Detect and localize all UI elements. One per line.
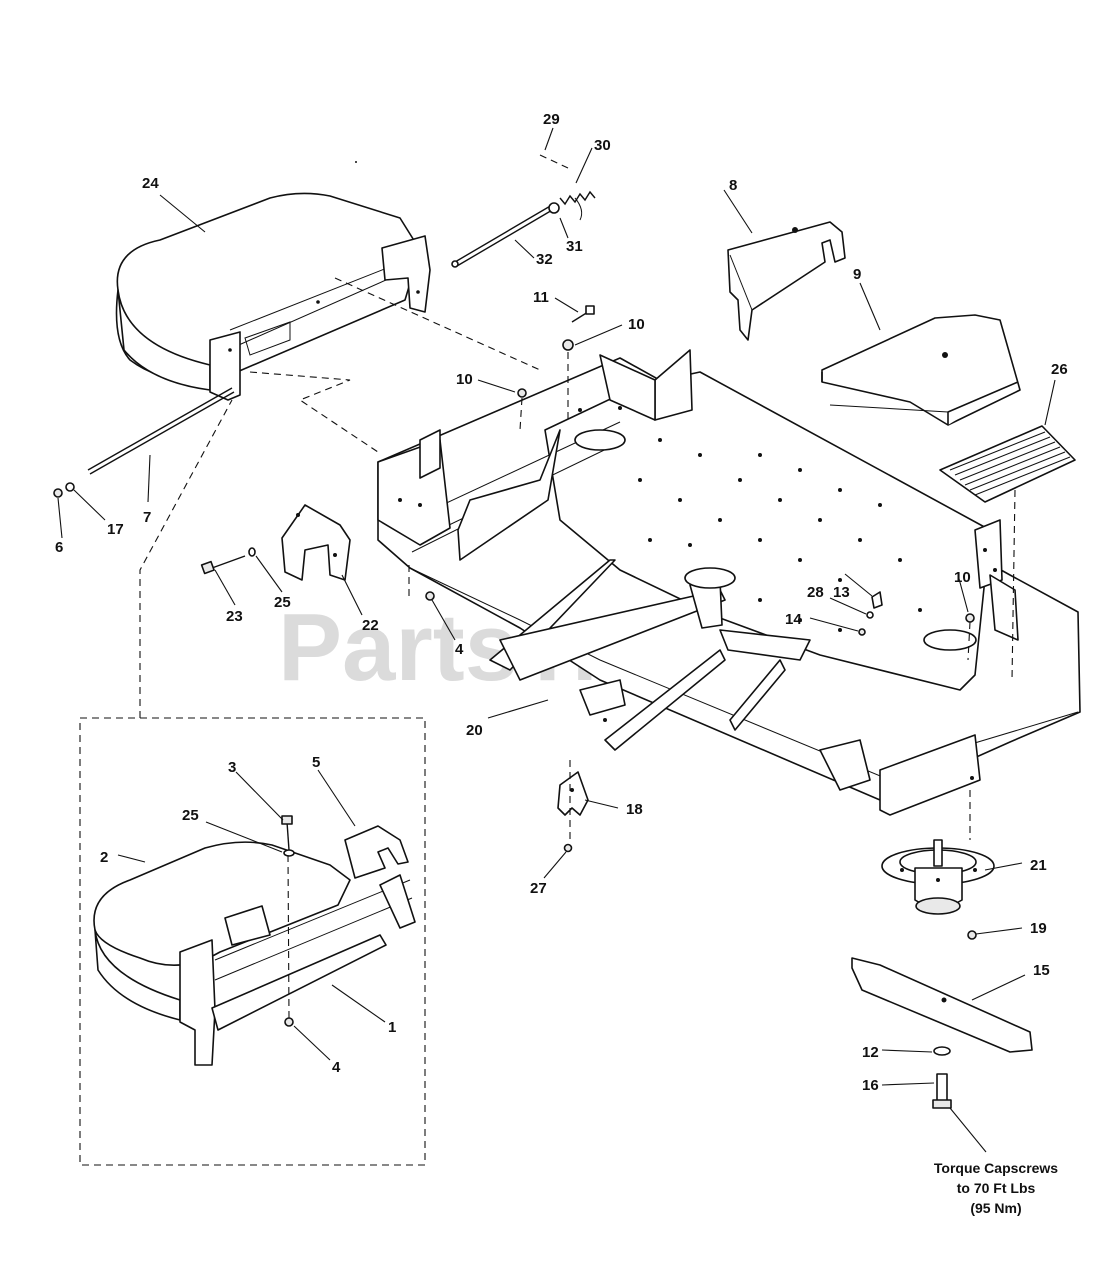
bolt-23[interactable] <box>200 555 246 575</box>
deck-holes <box>398 406 997 780</box>
washer-17[interactable] <box>65 482 75 492</box>
callout-11: 11 <box>533 289 549 306</box>
callout-15: 15 <box>1033 962 1050 979</box>
torque-note-line3: (95 Nm) <box>970 1200 1021 1216</box>
nut-14[interactable] <box>858 628 866 636</box>
callout-25a: 25 <box>274 594 291 611</box>
callout-22: 22 <box>362 617 379 634</box>
mower-deck-20[interactable] <box>377 349 1081 816</box>
callout-28: 28 <box>807 584 824 601</box>
callout-5: 5 <box>312 754 320 771</box>
plate-1[interactable] <box>211 874 416 1031</box>
chute-deflector-2[interactable] <box>93 841 413 1066</box>
callout-10a: 10 <box>628 316 645 333</box>
bracket-18[interactable] <box>557 771 589 816</box>
rod-7[interactable] <box>87 387 235 475</box>
bolt-19[interactable] <box>967 930 977 940</box>
callout-1: 1 <box>388 1019 396 1036</box>
callout-7: 7 <box>143 509 151 526</box>
cotter-pin-31[interactable] <box>548 202 560 214</box>
callout-31: 31 <box>566 238 583 255</box>
callout-29: 29 <box>543 111 560 128</box>
bolt-3[interactable] <box>281 815 293 851</box>
torque-note-line2: to 70 Ft Lbs <box>957 1180 1036 1196</box>
callout-32: 32 <box>536 251 553 268</box>
torque-note: Torque Capscrews to 70 Ft Lbs (95 Nm) <box>934 1160 1058 1216</box>
nut-10b[interactable] <box>517 388 527 398</box>
callout-14: 14 <box>785 611 802 628</box>
callout-24: 24 <box>142 175 159 192</box>
nut-4b[interactable] <box>284 1017 294 1027</box>
callout-10b: 10 <box>456 371 473 388</box>
callout-3: 3 <box>228 759 236 776</box>
deck-cover-9[interactable] <box>821 314 1021 426</box>
callout-23: 23 <box>226 608 243 625</box>
callout-25b: 25 <box>182 807 199 824</box>
washer-25a[interactable] <box>248 547 256 557</box>
callout-12: 12 <box>862 1044 879 1061</box>
callout-21: 21 <box>1030 857 1047 874</box>
callout-4a: 4 <box>455 641 464 658</box>
clip-13[interactable] <box>871 591 883 609</box>
assembly-dash-lines <box>139 277 1016 1019</box>
callout-labels: 24 29 30 31 32 8 9 26 11 10 10 10 6 17 7… <box>55 111 1068 1094</box>
discharge-chute-24[interactable] <box>115 192 431 401</box>
nut-10c[interactable] <box>965 613 975 623</box>
inset-frame <box>79 717 426 1166</box>
bracket-22[interactable] <box>281 504 351 581</box>
callout-2: 2 <box>100 849 108 866</box>
stray-mark <box>355 161 357 163</box>
washer-28[interactable] <box>866 611 874 619</box>
callout-19: 19 <box>1030 920 1047 937</box>
callout-20: 20 <box>466 722 483 739</box>
cotter-pin-tail <box>574 197 583 221</box>
callout-4b: 4 <box>332 1059 341 1076</box>
bolt-11[interactable] <box>571 305 595 323</box>
leader-lines <box>57 127 1056 1153</box>
belt-shield-8[interactable] <box>727 221 846 341</box>
bracket-5[interactable] <box>344 825 409 879</box>
callout-30: 30 <box>594 137 611 154</box>
callout-18: 18 <box>626 801 643 818</box>
spring-30[interactable] <box>559 190 596 206</box>
nut-6[interactable] <box>53 488 63 498</box>
callout-17: 17 <box>107 521 124 538</box>
pivot-rod-32[interactable] <box>451 204 555 268</box>
torque-note-line1: Torque Capscrews <box>934 1160 1058 1176</box>
callout-9: 9 <box>853 266 861 283</box>
callout-6: 6 <box>55 539 63 556</box>
pin-29[interactable] <box>539 154 569 169</box>
nut-4a[interactable] <box>425 591 435 601</box>
blade-15[interactable] <box>851 957 1033 1053</box>
washer-12[interactable] <box>933 1046 951 1056</box>
nut-10a[interactable] <box>562 339 574 351</box>
screw-27[interactable] <box>563 843 573 853</box>
callout-13: 13 <box>833 584 850 601</box>
callout-26: 26 <box>1051 361 1068 378</box>
callout-16: 16 <box>862 1077 879 1094</box>
callout-8: 8 <box>729 177 737 194</box>
spindle-21[interactable] <box>881 839 995 915</box>
callout-27: 27 <box>530 880 547 897</box>
step-pad-26[interactable] <box>939 425 1076 503</box>
capscrew-16[interactable] <box>932 1073 952 1109</box>
callout-10c: 10 <box>954 569 971 586</box>
washer-25b[interactable] <box>283 849 295 857</box>
